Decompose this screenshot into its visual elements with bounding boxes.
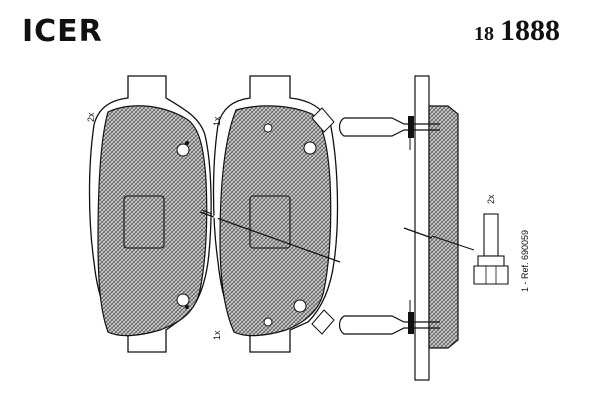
part-number: 18 1888: [474, 14, 560, 48]
sensor-reference: 1 - Ref. 690059: [520, 230, 530, 292]
friction-material-middle: [219, 105, 332, 337]
part-number-prefix: 18: [474, 23, 494, 45]
bolt-head: [477, 255, 505, 267]
bolt-shank: [483, 213, 499, 257]
side-view: [338, 75, 475, 381]
wear-indicator-top: [311, 107, 335, 133]
anchor-hole-middle-top: [303, 141, 317, 155]
clip-bottom: [338, 315, 440, 335]
brake-pad-middle: 1x 1x: [212, 75, 339, 353]
part-number-main: 1888: [500, 14, 560, 47]
qty-label-middle-top: 1x: [212, 116, 222, 126]
anchor-hole-left-bottom: [176, 293, 190, 307]
brake-pad-left: 2x: [86, 75, 213, 353]
side-friction-material: [428, 105, 459, 349]
qty-label-middle-bottom: 1x: [212, 330, 222, 340]
qty-label-sensor: 2x: [486, 194, 496, 204]
pad-slot-middle: [249, 195, 291, 249]
anchor-hole-middle-bottom: [293, 299, 307, 313]
brand-logo: ICER: [22, 14, 103, 49]
pad-slot-left: [123, 195, 165, 249]
wear-indicator-bottom: [311, 309, 335, 335]
friction-material-left: [97, 105, 208, 337]
bolt-nut: [473, 265, 509, 285]
anchor-hole-left-top: [176, 143, 190, 157]
qty-label-left-pad: 2x: [86, 112, 96, 122]
section-line: [199, 211, 341, 263]
side-backing-plate: [414, 75, 430, 381]
sensor-bolt: 2x 1 - Ref. 690059: [473, 194, 530, 292]
leader-line: [431, 235, 475, 251]
clip-top: [338, 117, 440, 137]
